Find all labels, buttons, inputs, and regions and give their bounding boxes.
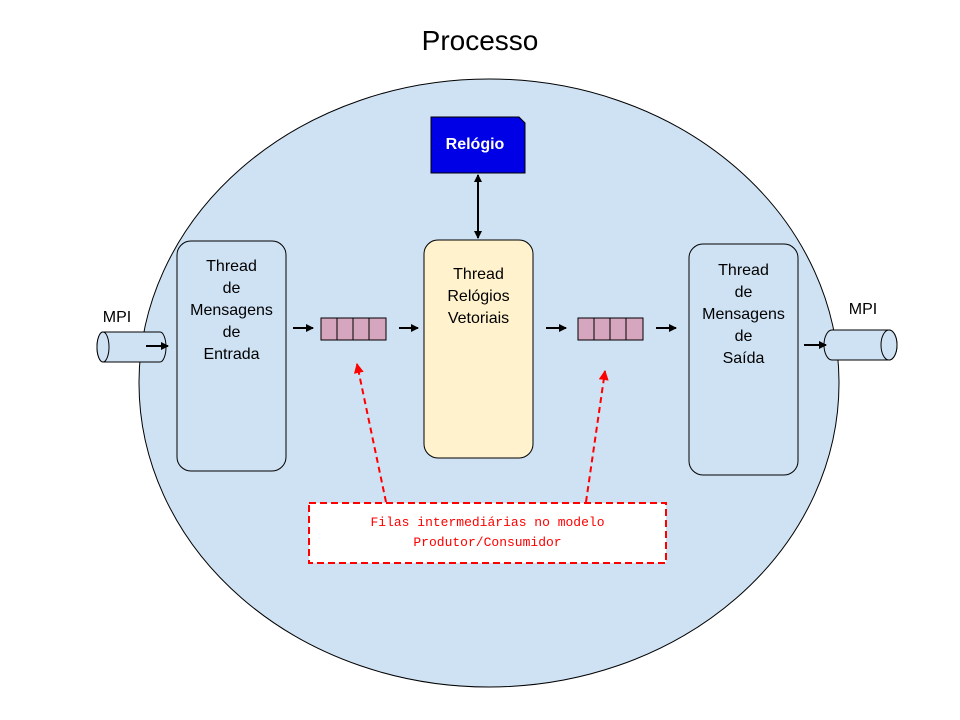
clock-label: Relógio [445,136,505,153]
clock-box [430,116,526,174]
thread-output-box [688,243,799,476]
process-title: Processo [421,25,539,56]
thread-input-label: Thread de Mensagens de Entrada [190,258,273,363]
queue-output [577,317,644,341]
mpi-input-cylinder [96,331,167,363]
note-pointer-arrow-left [353,363,387,503]
thread-clocks-box [423,239,534,459]
queue-input [320,317,387,341]
note-text: Filas intermediárias no modelo Produtor/… [370,515,605,550]
thread-input-box [176,240,287,472]
mpi-input-label: MPI [102,309,132,326]
note-box [308,502,667,564]
thread-clocks-label: Thread Relógios Vetoriais [447,266,510,327]
mpi-output-label: MPI [848,301,878,318]
thread-output-label: Thread de Mensagens de Saída [702,262,785,367]
note-pointer-arrow-right [585,370,609,503]
mpi-output-cylinder [823,329,898,361]
